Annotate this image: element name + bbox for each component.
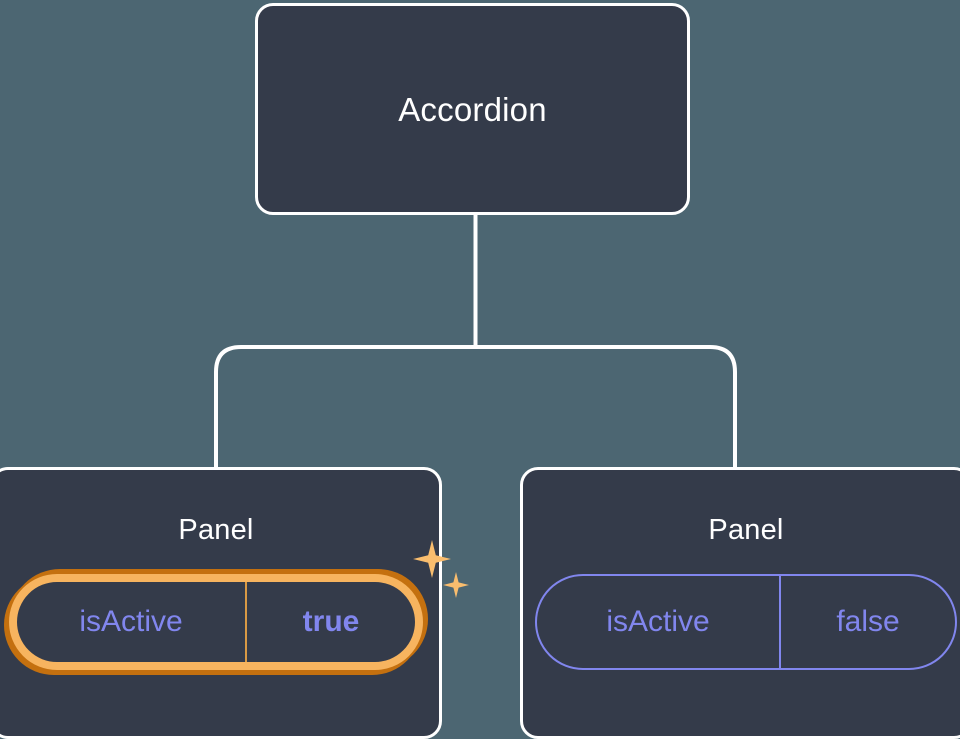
- sparkle-group: [413, 540, 475, 602]
- node-panel-inactive[interactable]: Panel isActive false: [520, 467, 960, 739]
- node-panel-active[interactable]: Panel isActive true: [0, 467, 469, 739]
- prop-pill-active-key: isActive: [79, 605, 183, 638]
- prop-pill-active-value: true: [245, 582, 415, 662]
- connector-bracket: [214, 345, 737, 467]
- node-panel-inactive-title: Panel: [708, 514, 784, 546]
- sparkle-large-icon: [413, 540, 451, 578]
- prop-pill-inactive-value: false: [779, 576, 955, 668]
- prop-pill-inactive[interactable]: isActive false: [535, 574, 957, 670]
- prop-pill-inactive-key: isActive: [606, 605, 710, 638]
- prop-pill-active[interactable]: isActive true: [9, 574, 423, 670]
- prop-pill-inactive-wrapper: isActive false: [535, 574, 957, 670]
- sparkle-small-icon: [443, 572, 469, 598]
- node-accordion-title: Accordion: [398, 90, 547, 128]
- node-panel-active-title: Panel: [178, 514, 254, 546]
- node-accordion[interactable]: Accordion: [255, 3, 690, 215]
- prop-pill-active-wrapper: isActive true: [9, 540, 469, 670]
